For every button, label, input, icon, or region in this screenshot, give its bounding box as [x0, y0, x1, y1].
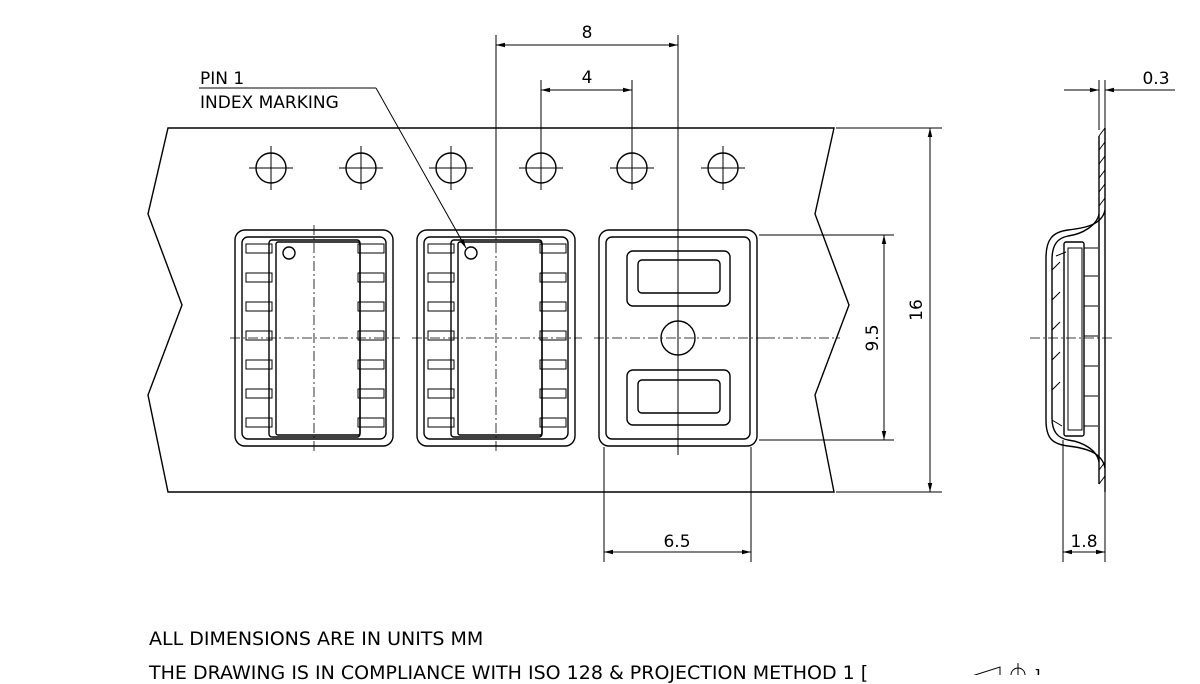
projection-method-symbol	[973, 663, 1026, 675]
ic-body	[268, 239, 361, 438]
carrier-tape-outline	[147, 127, 850, 493]
ic-leads-right	[357, 243, 385, 428]
dim-label-6-5: 6.5	[663, 532, 690, 552]
dim-label-16: 16	[907, 299, 927, 321]
dimension-cavity-length-9-5	[759, 234, 894, 441]
dim-label-8: 8	[582, 23, 593, 43]
ic-leads-left	[427, 243, 455, 428]
pin1-label: PIN 1	[200, 69, 244, 89]
index-marking-label: INDEX MARKING	[200, 93, 339, 113]
pocket-with-ic	[412, 225, 582, 452]
dimension-tape-width-16	[836, 127, 942, 493]
tape-side-view	[1030, 127, 1115, 492]
sprocket-hole	[249, 146, 293, 190]
ic-leads-left	[245, 243, 273, 428]
ic-body	[450, 239, 543, 438]
pocket-with-ic	[230, 225, 400, 452]
sprocket-hole	[701, 146, 745, 190]
pin1-leader	[199, 87, 467, 249]
dimension-hole-pitch-4	[540, 80, 633, 183]
dim-label-1-8: 1.8	[1070, 532, 1097, 552]
dimension-pitch-8	[495, 35, 679, 455]
sprocket-hole	[429, 146, 473, 190]
ic-leads-right	[539, 243, 567, 428]
dim-label-4: 4	[582, 68, 593, 88]
dim-label-0-3: 0.3	[1142, 69, 1169, 89]
dim-label-9-5: 9.5	[863, 324, 883, 351]
pin1-dot	[464, 246, 478, 260]
dimension-thickness-0-3	[1064, 80, 1175, 130]
dimension-cavity-width-6-5	[603, 447, 752, 562]
pin1-dot	[282, 246, 296, 260]
dimension-depth-1-8	[1062, 440, 1106, 562]
compliance-bracket-end: ]	[1034, 667, 1041, 675]
compliance-note: THE DRAWING IS IN COMPLIANCE WITH ISO 12…	[149, 662, 869, 684]
units-note: ALL DIMENSIONS ARE IN UNITS MM	[149, 628, 484, 650]
sprocket-holes	[249, 146, 745, 190]
sprocket-hole	[339, 146, 383, 190]
empty-pocket	[594, 229, 765, 447]
